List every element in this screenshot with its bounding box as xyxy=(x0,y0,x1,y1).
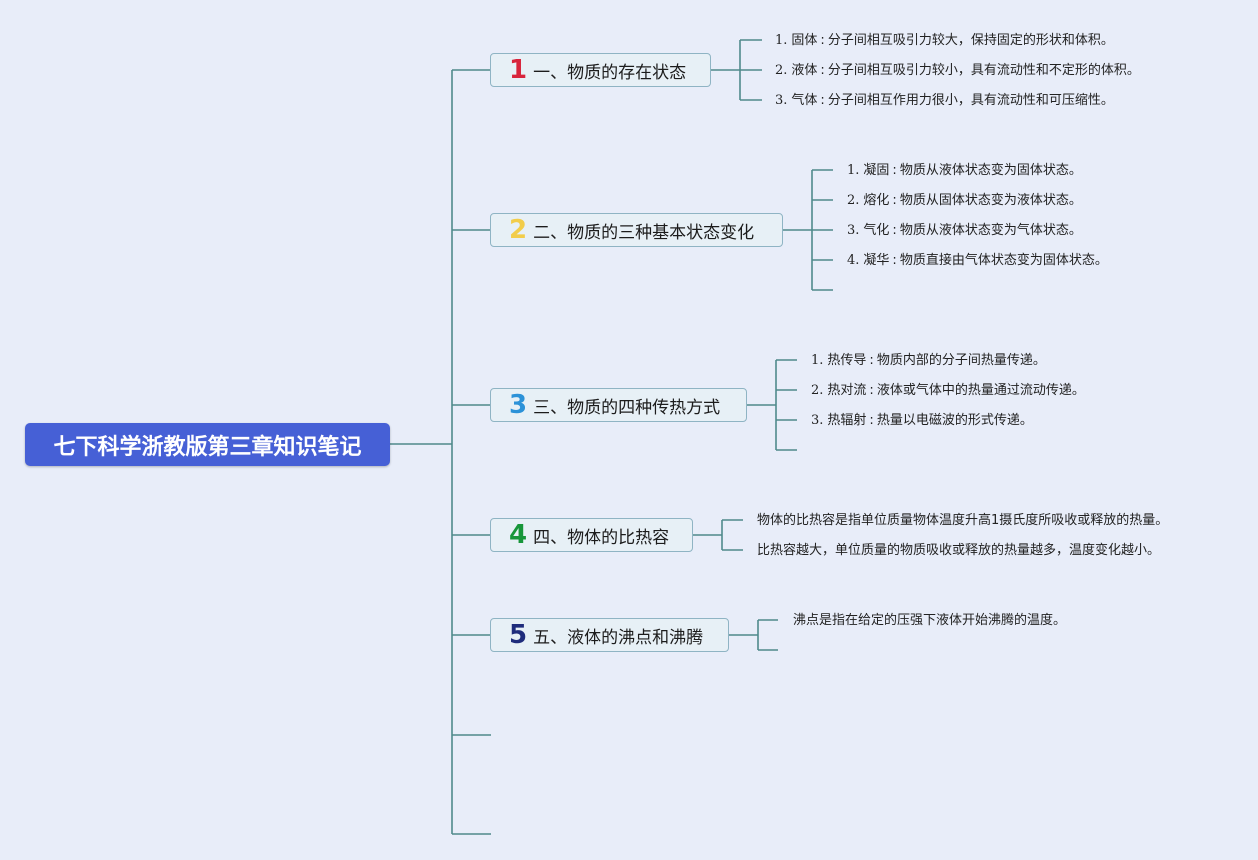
topic-node-4[interactable]: 4 四、物体的比热容 xyxy=(490,518,693,552)
topic-node-3[interactable]: 3 三、物质的四种传热方式 xyxy=(490,388,747,422)
leaf-desc: 物质从液体状态变为固体状态。 xyxy=(899,163,1082,178)
leaf-index: 2. xyxy=(847,193,860,208)
leaf-index: 3. xyxy=(811,413,824,428)
number-badge-3: 3 xyxy=(509,390,528,420)
leaf-index: 4. xyxy=(847,253,860,268)
leaf-desc: 分子间相互作用力很小，具有流动性和可压缩性。 xyxy=(827,93,1114,108)
leaf-term: 热传导 xyxy=(827,353,867,368)
leaf-desc: 物质直接由气体状态变为固体状态。 xyxy=(899,253,1108,268)
number-badge-5: 5 xyxy=(509,620,528,650)
leaf-term: 热辐射 xyxy=(827,413,867,428)
root-title[interactable]: 七下科学浙教版第三章知识笔记 xyxy=(25,423,390,466)
leaf-term: 气化 xyxy=(863,223,890,238)
topic-node-5[interactable]: 5 五、液体的沸点和沸腾 xyxy=(490,618,729,652)
number-badge-1: 1 xyxy=(509,55,528,85)
leaf-item[interactable]: 4.凝华:物质直接由气体状态变为固体状态。 xyxy=(847,253,1108,268)
leaf-term: 凝华 xyxy=(863,253,890,268)
topic-label-3: 三、物质的四种传热方式 xyxy=(533,397,721,418)
topic-label-1: 一、物质的存在状态 xyxy=(533,62,687,83)
number-badge-2: 2 xyxy=(509,215,528,245)
leaf-index: 1. xyxy=(775,33,788,48)
topic-label-4: 四、物体的比热容 xyxy=(533,527,670,548)
leaf-term: 熔化 xyxy=(863,193,890,208)
leaf-item[interactable]: 2.热对流:液体或气体中的热量通过流动传递。 xyxy=(811,383,1085,398)
leaf-index: 3. xyxy=(847,223,860,238)
leaf-item[interactable]: 2.液体:分子间相互吸引力较小，具有流动性和不定形的体积。 xyxy=(775,63,1140,78)
leaf-item[interactable]: 1.固体:分子间相互吸引力较大，保持固定的形状和体积。 xyxy=(775,33,1114,48)
leaf-item[interactable]: 比热容越大，单位质量的物质吸收或释放的热量越多，温度变化越小。 xyxy=(757,543,1161,558)
leaf-item[interactable]: 1.凝固:物质从液体状态变为固体状态。 xyxy=(847,163,1082,178)
leaf-term: 热对流 xyxy=(827,383,867,398)
leaf-term: 液体 xyxy=(791,63,818,78)
leaf-term: 固体 xyxy=(791,33,818,48)
leaf-desc: 热量以电磁波的形式传递。 xyxy=(876,413,1033,428)
number-badge-4: 4 xyxy=(509,520,528,550)
leaf-desc: 分子间相互吸引力较小，具有流动性和不定形的体积。 xyxy=(827,63,1140,78)
leaf-item[interactable]: 1.热传导:物质内部的分子间热量传递。 xyxy=(811,353,1046,368)
leaf-term: 气体 xyxy=(791,93,818,108)
leaf-desc: 物质从液体状态变为气体状态。 xyxy=(899,223,1082,238)
leaf-item[interactable]: 2.熔化:物质从固体状态变为液体状态。 xyxy=(847,193,1082,208)
leaf-desc: 物质内部的分子间热量传递。 xyxy=(876,353,1046,368)
leaf-term: 凝固 xyxy=(863,163,890,178)
leaf-item[interactable]: 3.热辐射:热量以电磁波的形式传递。 xyxy=(811,413,1033,428)
leaf-desc: 物质从固体状态变为液体状态。 xyxy=(899,193,1082,208)
leaf-desc: 液体或气体中的热量通过流动传递。 xyxy=(876,383,1085,398)
leaf-item[interactable]: 沸点是指在给定的压强下液体开始沸腾的温度。 xyxy=(793,613,1067,628)
leaf-item[interactable]: 3.气体:分子间相互作用力很小，具有流动性和可压缩性。 xyxy=(775,93,1114,108)
topic-node-2[interactable]: 2 二、物质的三种基本状态变化 xyxy=(490,213,783,247)
leaf-index: 2. xyxy=(775,63,788,78)
leaf-index: 3. xyxy=(775,93,788,108)
leaf-item[interactable]: 3.气化:物质从液体状态变为气体状态。 xyxy=(847,223,1082,238)
leaf-index: 2. xyxy=(811,383,824,398)
leaf-index: 1. xyxy=(811,353,824,368)
topic-node-1[interactable]: 1 一、物质的存在状态 xyxy=(490,53,711,87)
topic-label-2: 二、物质的三种基本状态变化 xyxy=(533,222,755,243)
leaf-index: 1. xyxy=(847,163,860,178)
leaf-item[interactable]: 物体的比热容是指单位质量物体温度升高1摄氏度所吸收或释放的热量。 xyxy=(757,513,1169,528)
topic-label-5: 五、液体的沸点和沸腾 xyxy=(533,627,704,648)
leaf-desc: 分子间相互吸引力较大，保持固定的形状和体积。 xyxy=(827,33,1114,48)
